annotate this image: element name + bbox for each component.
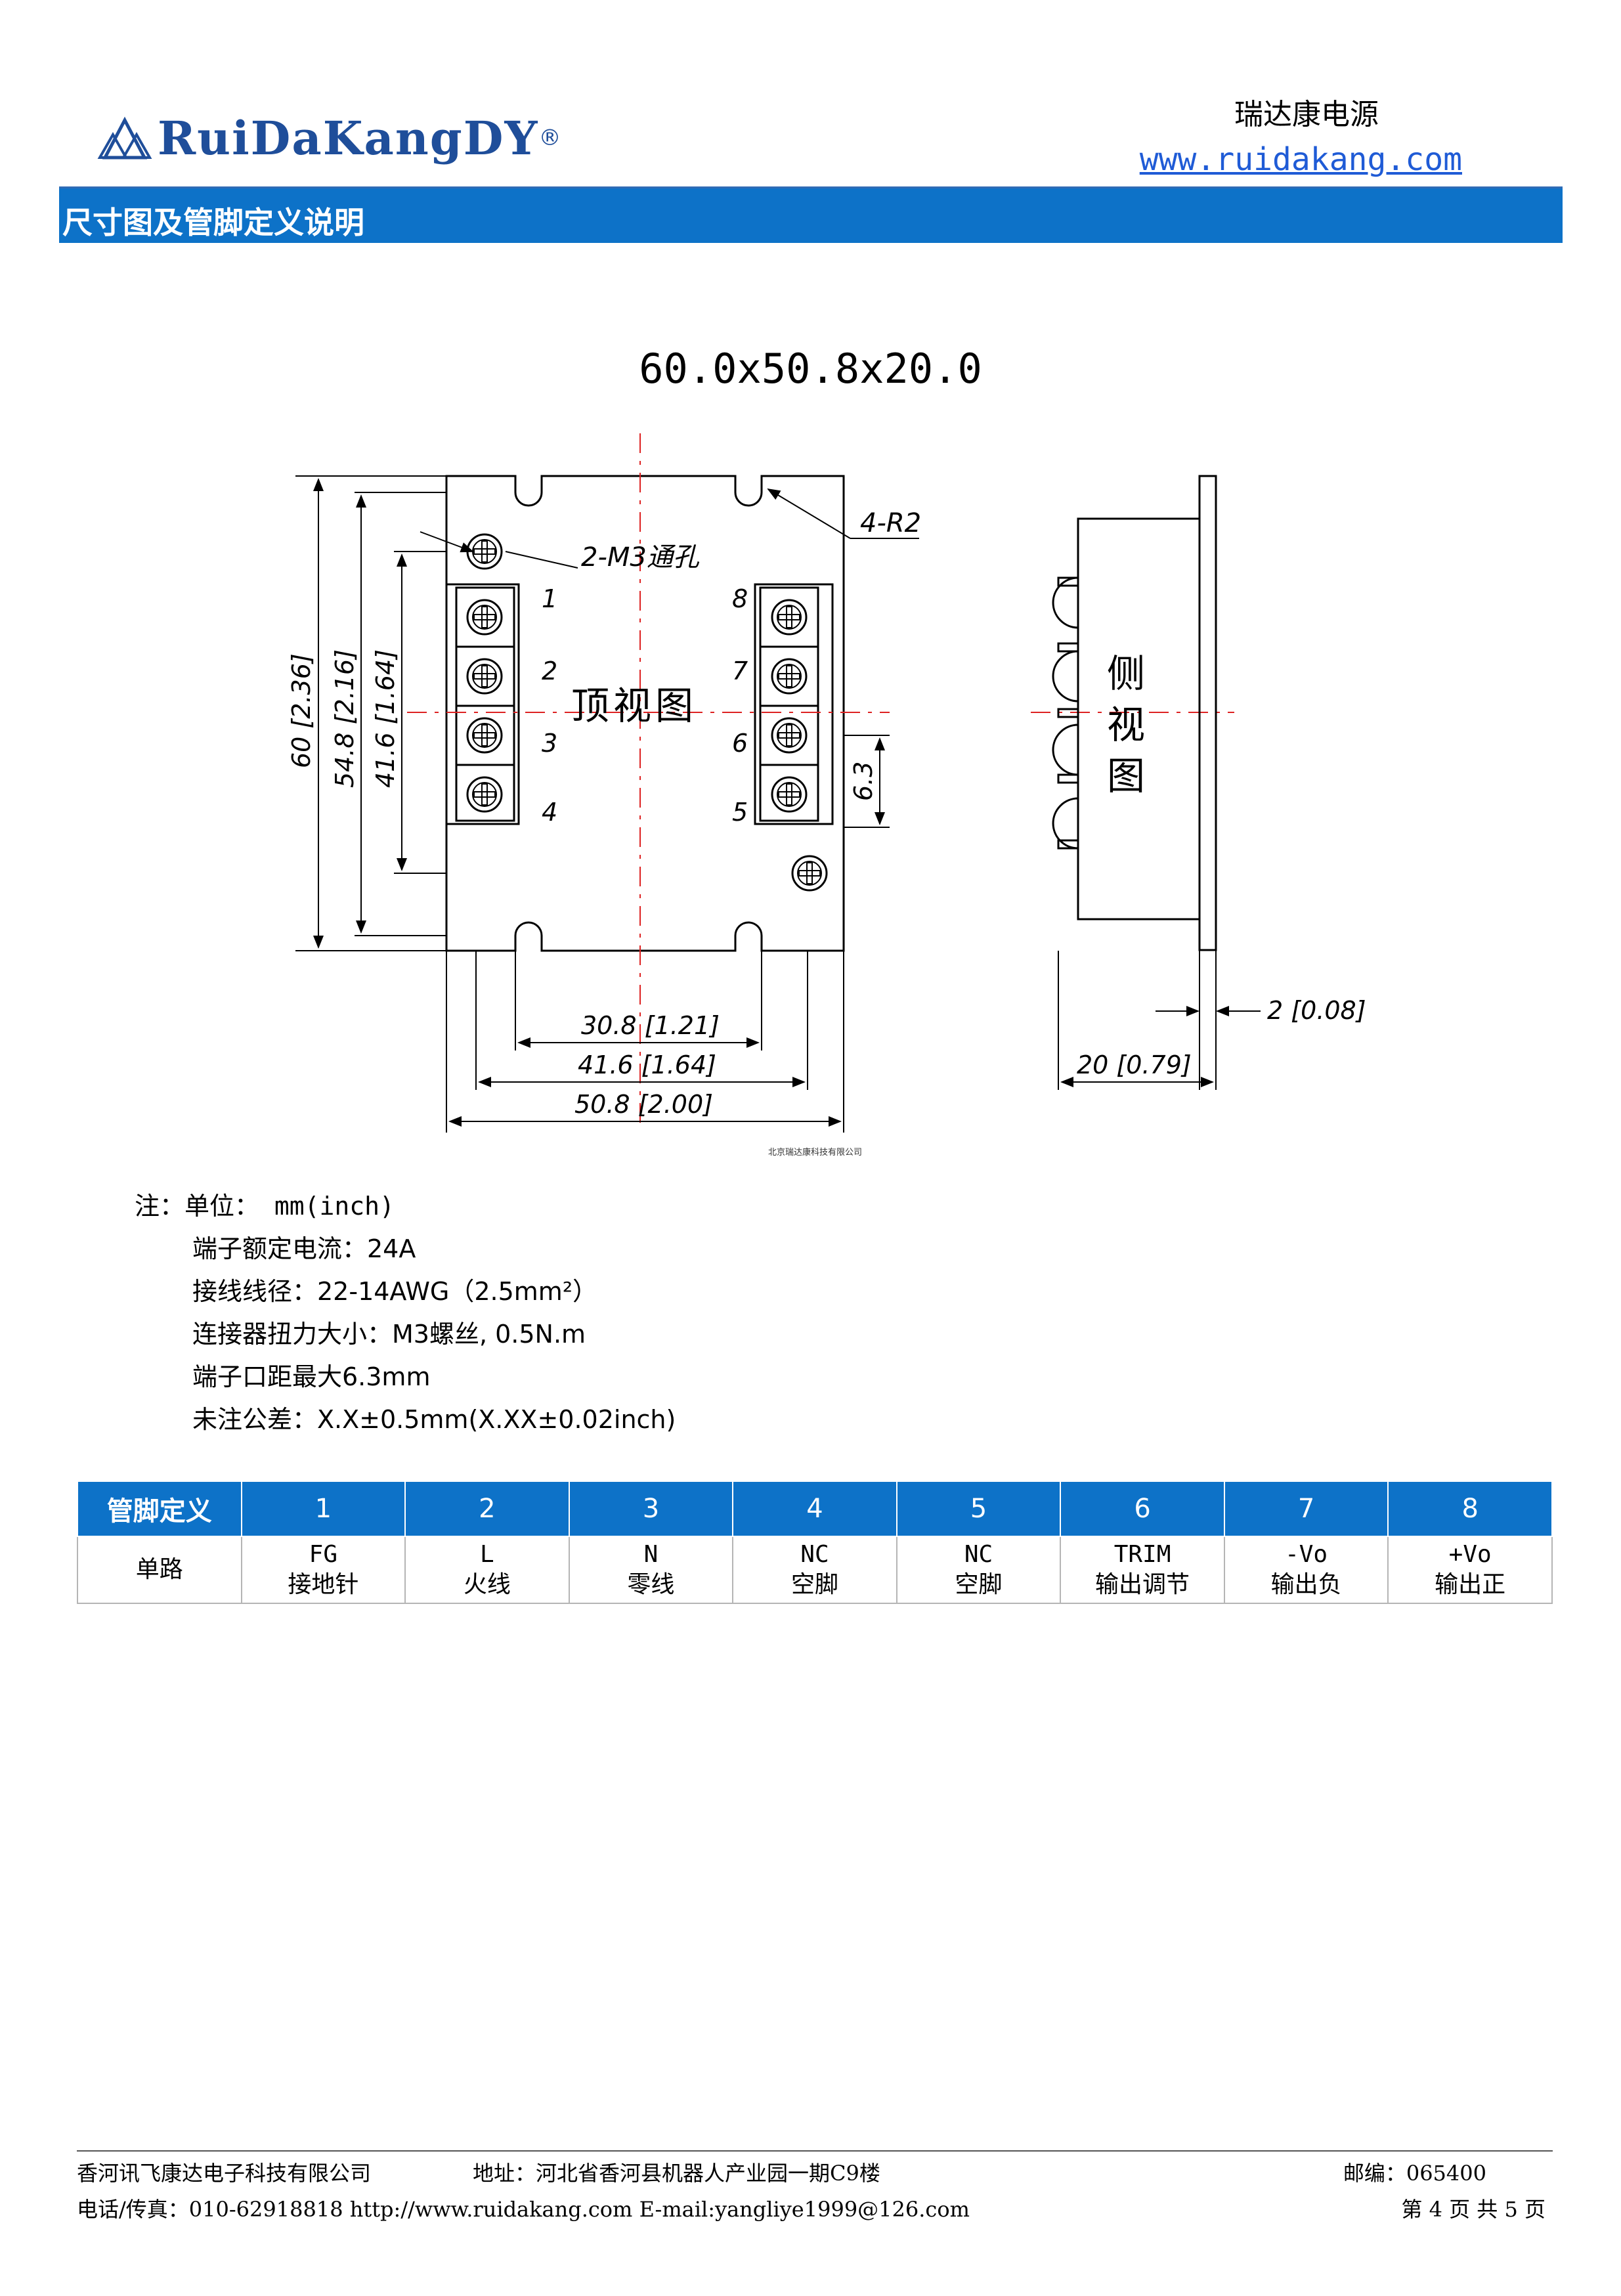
section-title: 尺寸图及管脚定义说明 <box>62 205 364 240</box>
footer-company: 香河讯飞康达电子科技有限公司 <box>77 2161 372 2186</box>
note-line: 接线线径：22-14AWG（2.5mm²） <box>192 1277 598 1306</box>
pin-number: 3 <box>542 729 557 758</box>
side-view-label: 侧视图 <box>1100 653 1145 807</box>
table-header: 3 <box>568 1481 734 1537</box>
note-line: 未注公差：X.X±0.5mm(X.XX±0.02inch) <box>192 1405 676 1434</box>
pin-number: 7 <box>732 657 748 685</box>
pin-number: 4 <box>542 798 557 827</box>
note-line: 端子额定电流：24A <box>192 1234 416 1263</box>
dimension-drawing: 1 2 3 4 8 7 6 5 顶视图 2-M3通孔 4-R2 60 [2.36… <box>287 433 1366 1133</box>
top-view-label: 顶视图 <box>571 683 697 728</box>
table-header: 8 <box>1387 1481 1553 1537</box>
table-header: 6 <box>1060 1481 1225 1537</box>
brand-name: RuiDaKangDY <box>158 110 539 165</box>
page-number: 第 4 页 共 5 页 <box>1401 2197 1545 2222</box>
dim-label: 60 [2.36] <box>287 653 316 768</box>
dim-label: 20 [0.79] <box>1077 1051 1192 1079</box>
dim-label: 50.8 [2.00] <box>574 1090 713 1119</box>
table-header: 管脚定义 <box>77 1481 242 1537</box>
company-logo: RuiDaKangDY® <box>97 108 561 167</box>
top-view <box>445 475 845 952</box>
dim-label: 41.6 [1.64] <box>578 1051 716 1079</box>
row-label: 单路 <box>77 1536 242 1604</box>
table-header-row: 管脚定义 1 2 3 4 5 6 7 8 <box>77 1481 1553 1537</box>
side-view <box>1052 475 1217 951</box>
dim-label: 30.8 [1.21] <box>581 1011 720 1040</box>
header-divider <box>59 186 1563 188</box>
dim-label: 2 [0.08] <box>1267 996 1366 1025</box>
table-header: 2 <box>404 1481 570 1537</box>
registered-mark: ® <box>538 125 561 151</box>
dim-label: 41.6 [1.64] <box>371 649 400 788</box>
dimensions-title: 60.0x50.8x20.0 <box>639 345 982 393</box>
section-banner: 尺寸图及管脚定义说明 <box>59 188 1563 243</box>
pin-number: 1 <box>542 584 557 613</box>
website-link[interactable]: www.ruidakang.com <box>1139 141 1462 178</box>
table-header: 1 <box>240 1481 406 1537</box>
hole-label: 2-M3通孔 <box>581 542 700 573</box>
logo-mountain-icon <box>97 116 152 160</box>
pin-number: 8 <box>732 584 748 613</box>
drawing-company-note: 北京瑞达康科技有限公司 <box>768 1148 863 1158</box>
pin-number: 6 <box>732 729 748 758</box>
note-line: 端子口距最大6.3mm <box>192 1362 431 1391</box>
pin-number: 2 <box>542 657 557 685</box>
pin-number: 5 <box>732 798 748 827</box>
note-line: 连接器扭力大小：M3螺丝, 0.5N.m <box>192 1320 586 1349</box>
dim-label: 54.8 [2.16] <box>330 649 359 788</box>
footer-contact: 电话/传真：010-62918818 http://www.ruidakang.… <box>77 2197 970 2222</box>
footer-divider <box>77 2150 1553 2152</box>
note-unit: 注：单位： mm(inch) <box>135 1192 395 1221</box>
footer-zip: 邮编：065400 <box>1343 2161 1486 2186</box>
company-cn-name: 瑞达康电源 <box>1234 98 1379 131</box>
radius-label: 4-R2 <box>860 508 921 538</box>
table-header: 5 <box>896 1481 1062 1537</box>
table-header: 7 <box>1223 1481 1389 1537</box>
footer-address: 地址：河北省香河县机器人产业园一期C9楼 <box>473 2161 880 2186</box>
dim-label: 6.3 <box>849 762 878 801</box>
table-header: 4 <box>732 1481 897 1537</box>
notes-block: 注：单位： mm(inch) 端子额定电流：24A 接线线径：22-14AWG（… <box>135 1185 676 1441</box>
